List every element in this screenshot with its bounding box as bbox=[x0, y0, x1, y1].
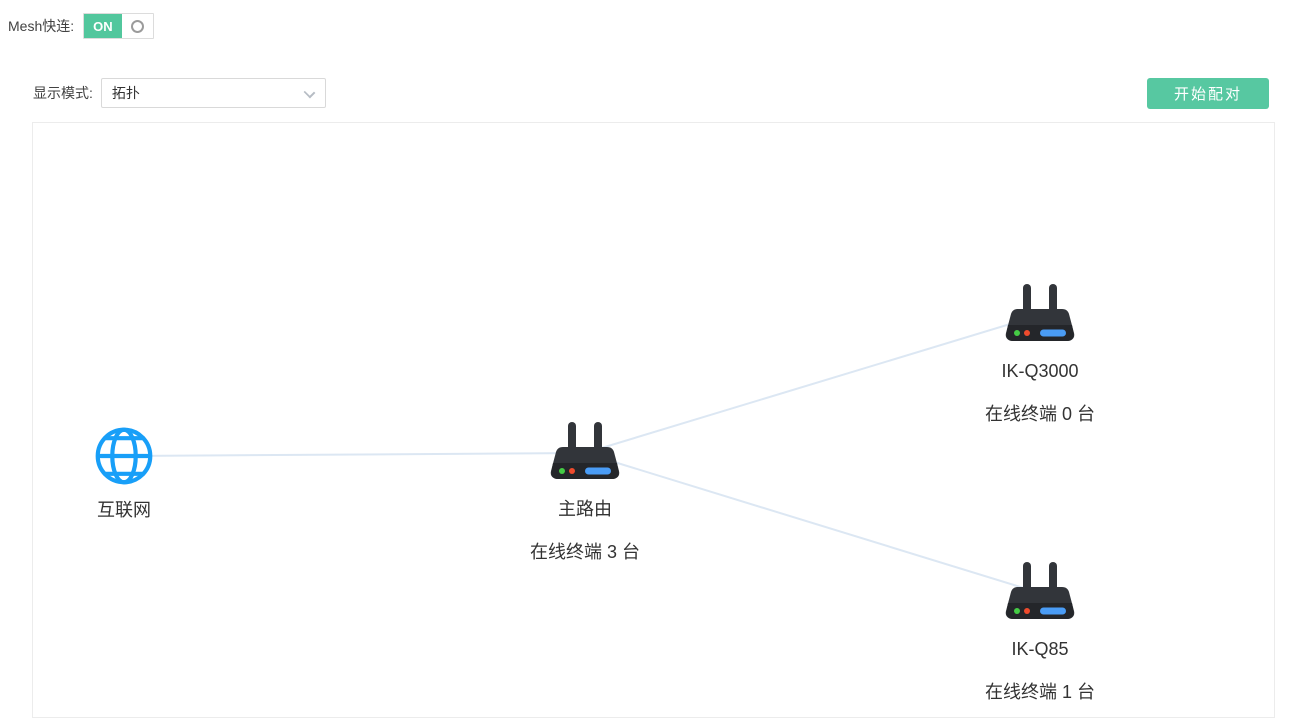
node-name: IK-Q3000 bbox=[1001, 361, 1079, 381]
topology-node-main[interactable]: 主路由在线终端 3 台 bbox=[500, 421, 670, 563]
router-icon[interactable] bbox=[1002, 561, 1078, 625]
topology-node-internet[interactable]: 互联网 bbox=[39, 426, 209, 521]
node-name: 互联网 bbox=[97, 500, 151, 520]
mesh-toggle[interactable]: ON bbox=[83, 13, 154, 39]
topology-links bbox=[123, 314, 1041, 594]
node-status: 在线终端 3 台 bbox=[529, 542, 640, 562]
router-icon[interactable] bbox=[1002, 283, 1078, 347]
display-mode-select[interactable]: 拓扑 bbox=[100, 78, 326, 108]
mesh-toggle-off[interactable] bbox=[121, 14, 153, 38]
topology-link-main-q3000 bbox=[584, 314, 1041, 454]
topology-node-q85[interactable]: IK-Q85 在线终端 1 台 bbox=[955, 561, 1125, 703]
node-name: 主路由 bbox=[558, 499, 612, 519]
display-mode-label: 显示模式: bbox=[33, 85, 93, 101]
mesh-toggle-on-label[interactable]: ON bbox=[84, 14, 122, 38]
globe-icon[interactable] bbox=[94, 426, 154, 486]
display-mode-selected-value: 拓扑 bbox=[111, 85, 140, 101]
node-status: 在线终端 1 台 bbox=[984, 682, 1095, 702]
topology-canvas: 互联网 主路由在线终端 3 台 IK-Q3000 在线终端 0 台 IK-Q85 在… bbox=[32, 122, 1275, 718]
topology-link-main-q85 bbox=[584, 452, 1041, 594]
mesh-quick-connect-label: Mesh快连: bbox=[8, 18, 75, 34]
chevron-down-icon bbox=[303, 86, 316, 99]
node-name: IK-Q85 bbox=[1011, 639, 1069, 659]
topology-link-internet-main bbox=[123, 452, 586, 457]
router-icon[interactable] bbox=[547, 421, 623, 485]
mesh-quick-connect-row: Mesh快连: ON bbox=[8, 13, 154, 39]
start-pairing-button[interactable]: 开始配对 bbox=[1147, 78, 1269, 109]
topology-node-q3000[interactable]: IK-Q3000 在线终端 0 台 bbox=[955, 283, 1125, 425]
display-mode-row: 显示模式: 拓扑 bbox=[33, 78, 326, 108]
node-status: 在线终端 0 台 bbox=[984, 404, 1095, 424]
circle-icon bbox=[130, 19, 144, 33]
